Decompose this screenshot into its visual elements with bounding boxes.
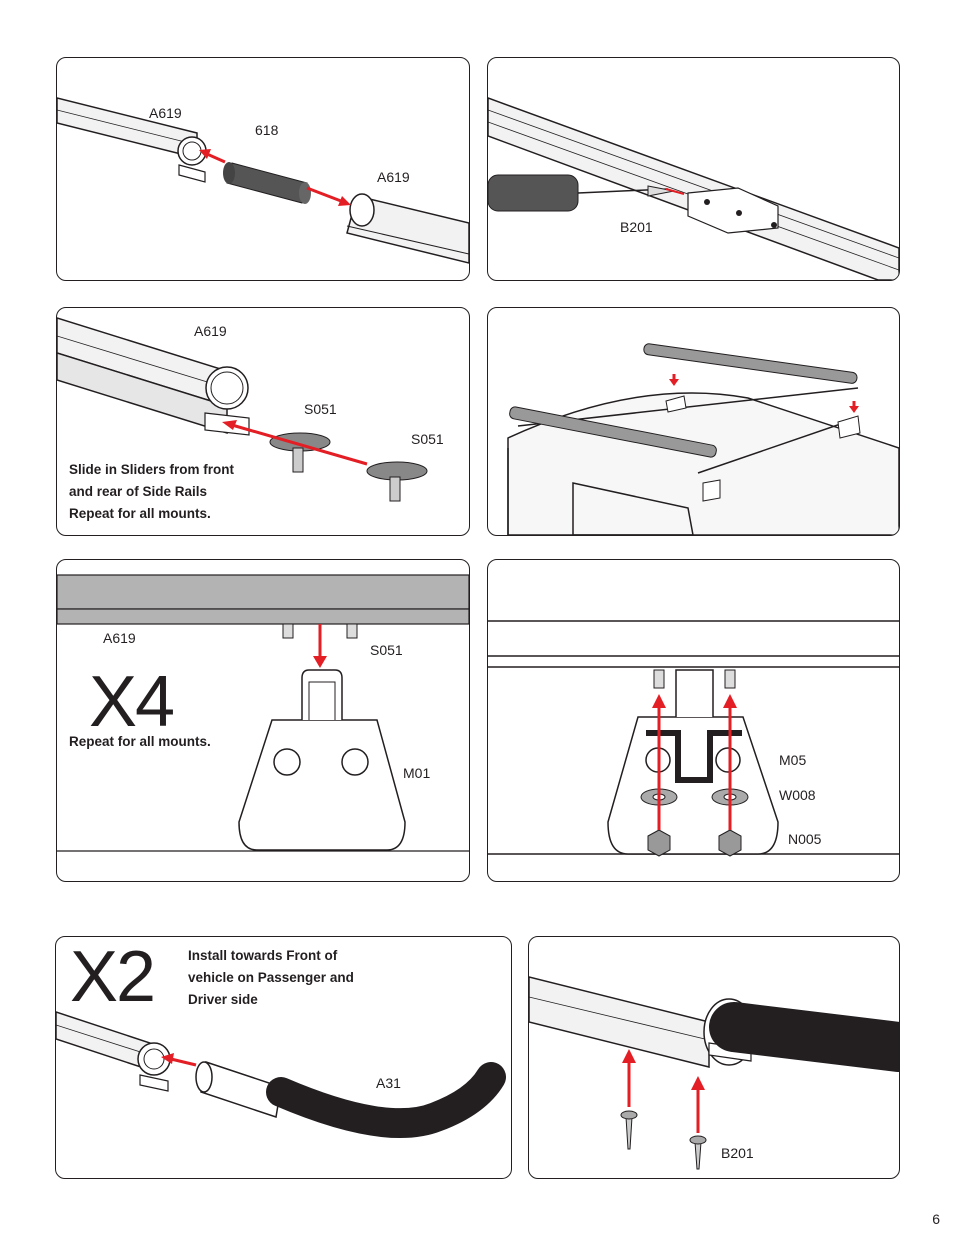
screw-rail-illustration — [488, 97, 899, 280]
vehicle-overview-illustration — [507, 343, 899, 535]
rail-joiner-illustration — [57, 97, 469, 264]
label-b201: B201 — [620, 219, 653, 235]
panel-end-cap: X2 Install towards Front of vehicle on P… — [55, 936, 512, 1179]
label-w008: W008 — [779, 787, 816, 803]
panel-mount-hardware: M05 W008 N005 — [487, 559, 900, 882]
label-m05: M05 — [779, 752, 807, 768]
label-a619: A619 — [103, 630, 136, 646]
instruction-text: Install towards Front of vehicle on Pass… — [188, 948, 354, 1007]
label-n005: N005 — [788, 831, 822, 847]
multiplier-x4: X4 — [89, 662, 175, 742]
label-a619-right: A619 — [377, 169, 410, 185]
mount-slider-illustration — [57, 574, 469, 852]
panel-sliders: A619 S051 S051 Slide in Sliders from fro… — [56, 307, 470, 536]
end-cap-screws-illustration — [529, 976, 899, 1170]
label-b201: B201 — [721, 1145, 754, 1161]
panel-rail-joiner: A619 618 A619 — [56, 57, 470, 281]
sliders-illustration — [57, 317, 428, 502]
label-s051: S051 — [370, 642, 403, 658]
label-a31: A31 — [376, 1075, 401, 1091]
label-m01: M01 — [403, 765, 431, 781]
page-number: 6 — [932, 1211, 940, 1227]
end-cap-illustration — [56, 1011, 506, 1139]
panel-mount-slider: A619 S051 M01 X4 Repeat for all mounts. — [56, 559, 470, 882]
label-a619: A619 — [194, 323, 227, 339]
label-618: 618 — [255, 122, 279, 138]
panel-screw-rail: B201 — [487, 57, 900, 281]
label-s051-a: S051 — [304, 401, 337, 417]
label-s051-b: S051 — [411, 431, 444, 447]
mount-hardware-illustration — [488, 620, 899, 857]
panel-vehicle-overview — [487, 307, 900, 536]
instruction-text: Repeat for all mounts. — [69, 734, 211, 749]
panel-end-cap-screws: B201 — [528, 936, 900, 1179]
multiplier-x2: X2 — [70, 937, 156, 1017]
label-a619-left: A619 — [149, 105, 182, 121]
instruction-text: Slide in Sliders from front and rear of … — [69, 462, 235, 521]
